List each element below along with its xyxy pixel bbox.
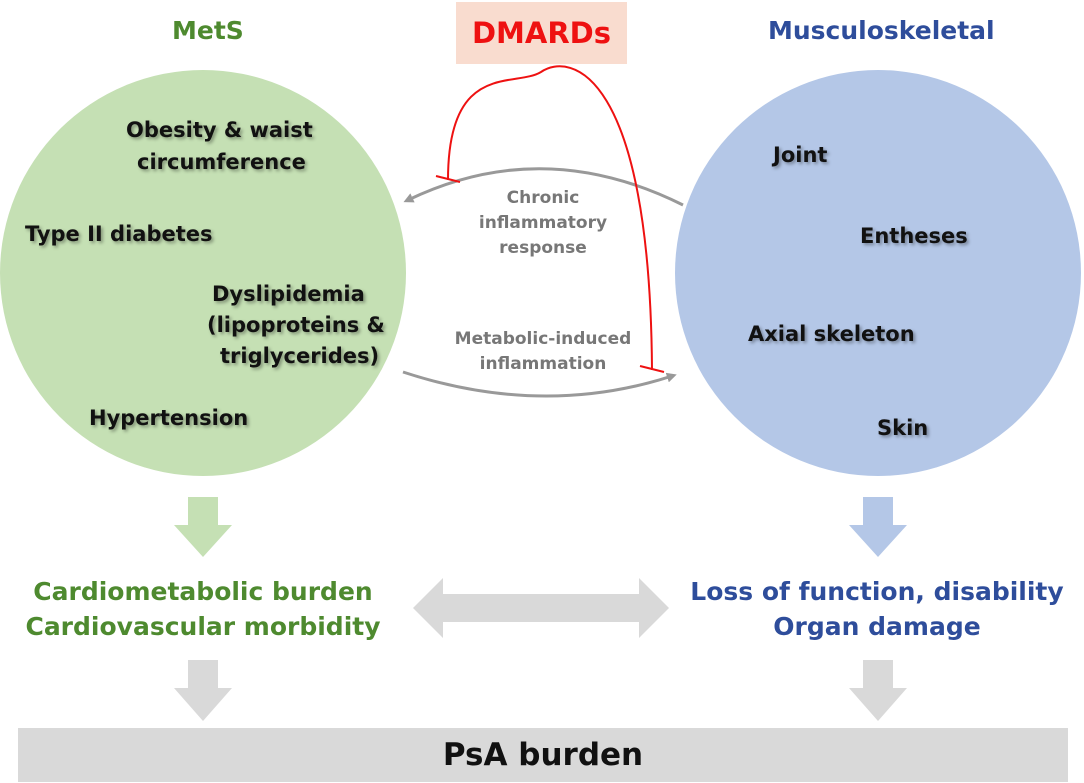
chronic-inflammation-arrow (403, 167, 684, 207)
chronic-inflammation-label: Chronic inflammatory response (470, 186, 616, 261)
mets-item-dyslipidemia-line1: Dyslipidemia (212, 282, 365, 306)
mets-down-arrow (174, 497, 232, 557)
dmards-box: DMARDs (456, 2, 627, 64)
metabolic-inflammation-label: Metabolic-induced inflammation (445, 327, 641, 377)
right-outcome-line1: Loss of function, disability (690, 577, 1064, 606)
left-burden-arrow (174, 660, 232, 721)
right-outcome-line2: Organ damage (773, 612, 981, 641)
metabolic-inflammation-arrow (402, 370, 677, 398)
left-outcome-line2: Cardiovascular morbidity (25, 612, 381, 641)
left-outcome-line1: Cardiometabolic burden (33, 577, 373, 606)
musculoskeletal-heading: Musculoskeletal (768, 16, 995, 45)
mets-circle (0, 70, 406, 476)
mets-item-diabetes: Type II diabetes (25, 222, 213, 246)
dmards-label: DMARDs (471, 16, 612, 50)
right-burden-arrow (849, 660, 907, 721)
chronic-line1: Chronic (506, 188, 580, 208)
mets-heading: MetS (172, 16, 244, 45)
mets-item-obesity-line1: Obesity & waist (126, 118, 313, 142)
left-outcome: Cardiometabolic burden Cardiovascular mo… (22, 574, 384, 644)
musculoskeletal-item-axial: Axial skeleton (748, 322, 915, 346)
musculoskeletal-down-arrow (849, 497, 907, 557)
metabolic-line2: inflammation (479, 354, 607, 374)
musculoskeletal-circle (675, 70, 1081, 476)
psa-burden-bar: PsA burden (18, 728, 1068, 782)
musculoskeletal-item-entheses: Entheses (860, 224, 968, 248)
bidirectional-arrow (413, 578, 669, 638)
musculoskeletal-item-joint: Joint (773, 143, 828, 167)
mets-item-dyslipidemia-line3: triglycerides) (220, 344, 380, 368)
mets-item-obesity-line2: circumference (137, 150, 306, 174)
mets-item-hypertension: Hypertension (89, 406, 249, 430)
dmards-inhibition-bar-left (435, 175, 461, 183)
dmards-inhibition-curve (447, 65, 653, 371)
musculoskeletal-item-skin: Skin (877, 416, 929, 440)
dmards-inhibition-bar-right (639, 365, 665, 373)
mets-item-dyslipidemia-line2: (lipoproteins & (207, 313, 385, 337)
chronic-line3: response (499, 238, 587, 258)
metabolic-line1: Metabolic-induced (454, 329, 632, 349)
right-outcome: Loss of function, disability Organ damag… (683, 574, 1071, 644)
chronic-line2: inflammatory (478, 213, 608, 233)
psa-burden-label: PsA burden (442, 737, 644, 773)
